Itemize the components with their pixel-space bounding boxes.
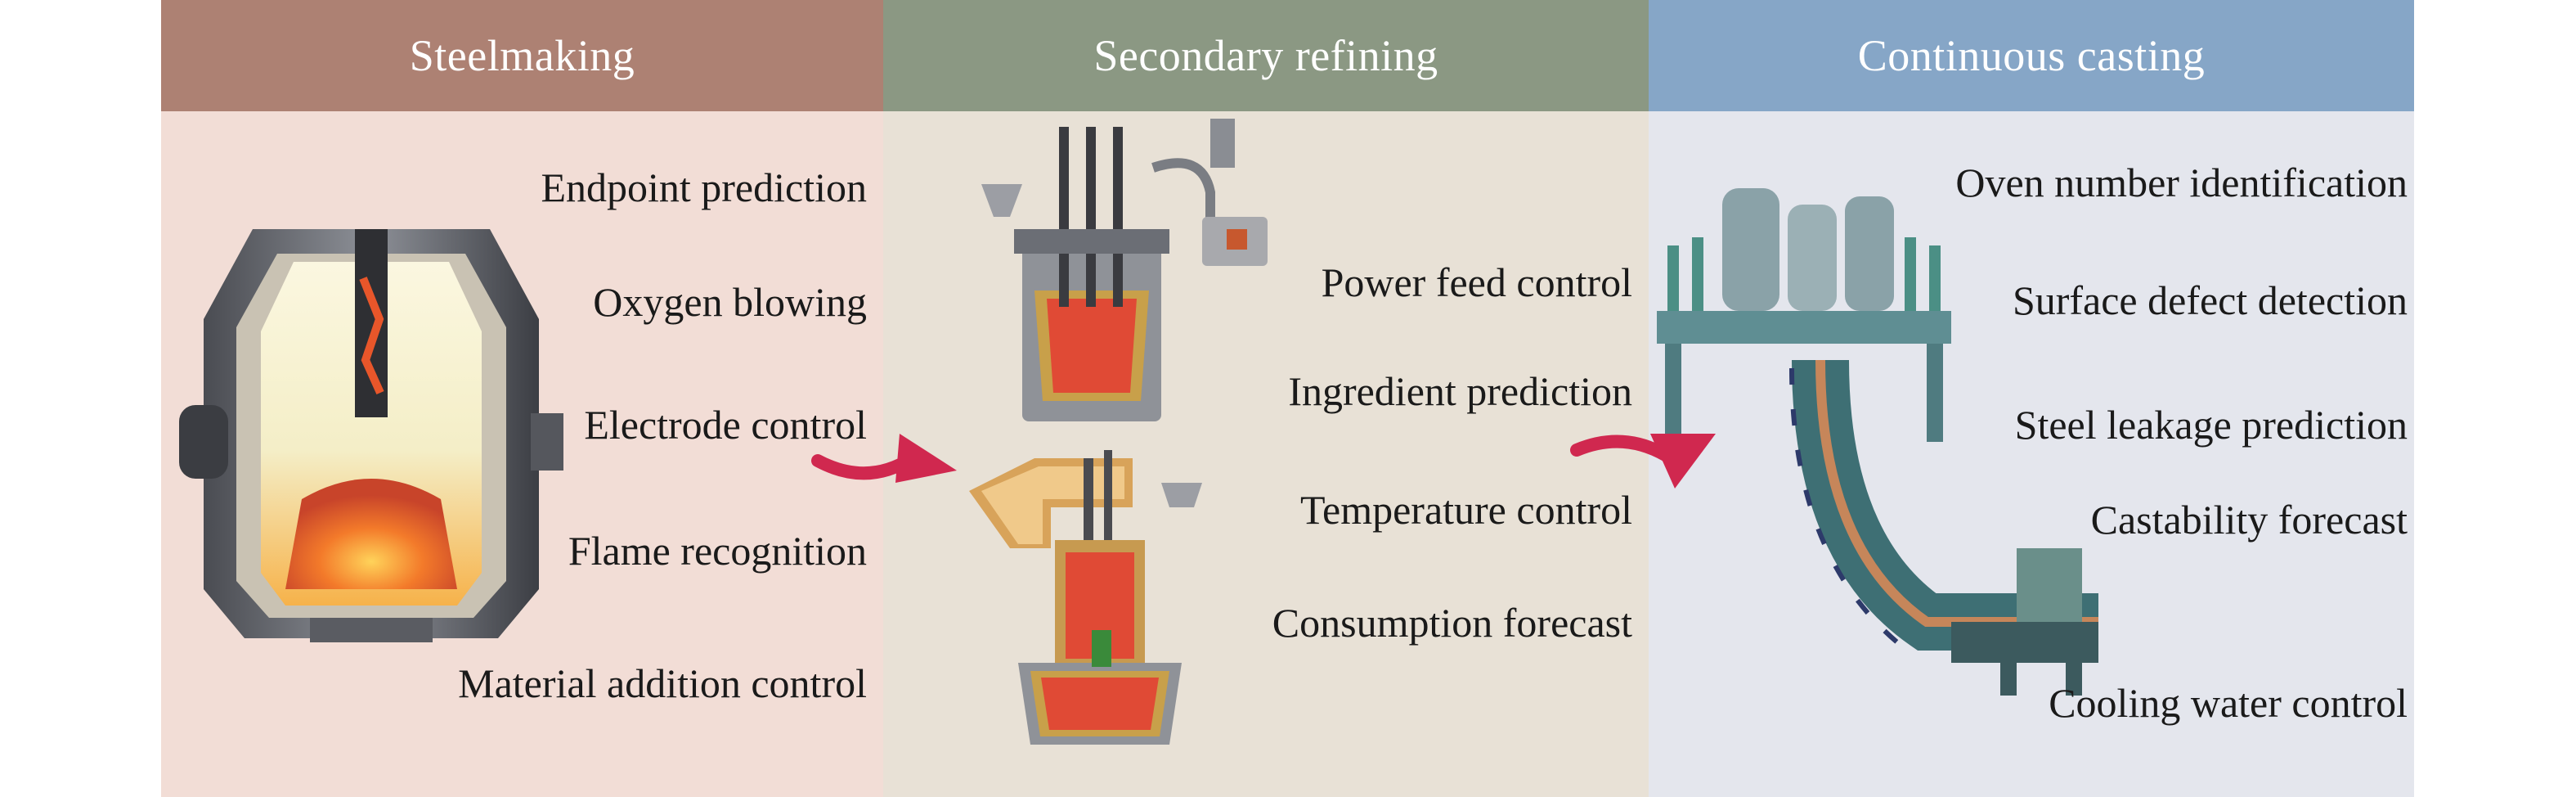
casting-item-2: Surface defect detection <box>2012 277 2408 323</box>
casting-item-3: Steel leakage prediction <box>2014 402 2408 448</box>
refining-item-4: Consumption forecast <box>1272 600 1632 646</box>
refining-item-3: Temperature control <box>1299 487 1632 533</box>
steelmaking-item-5: Material addition control <box>458 660 867 706</box>
caster-machine-icon <box>1657 188 2098 696</box>
steelmaking-item-2: Oxygen blowing <box>593 279 867 325</box>
panel-title-continuous-casting: Continuous casting <box>1649 0 2414 111</box>
refining-item-2: Ingredient prediction <box>1288 368 1632 414</box>
flow-arrow-icon <box>1570 434 1716 489</box>
panel-continuous-casting: Continuous casting Oven number identific… <box>1649 0 2414 797</box>
steelmaking-item-1: Endpoint prediction <box>541 164 867 210</box>
panel-steelmaking: Steelmaking <box>161 0 883 797</box>
casting-item-4: Castability forecast <box>2090 497 2408 543</box>
steelmaking-item-3: Electrode control <box>584 402 867 448</box>
casting-item-1: Oven number identification <box>1955 160 2408 205</box>
steelmaking-item-4: Flame recognition <box>568 528 867 574</box>
degasser-icon <box>969 450 1202 745</box>
panel-title-secondary-refining: Secondary refining <box>883 0 1649 111</box>
casting-item-5: Cooling water control <box>2049 680 2408 726</box>
panel-secondary-refining: Secondary refining <box>883 0 1649 797</box>
refining-item-1: Power feed control <box>1321 259 1632 305</box>
furnace-icon <box>179 229 563 642</box>
flow-arrow-icon <box>811 434 957 483</box>
panel-title-steelmaking: Steelmaking <box>161 0 883 111</box>
refining-vessel-icon <box>981 119 1268 421</box>
